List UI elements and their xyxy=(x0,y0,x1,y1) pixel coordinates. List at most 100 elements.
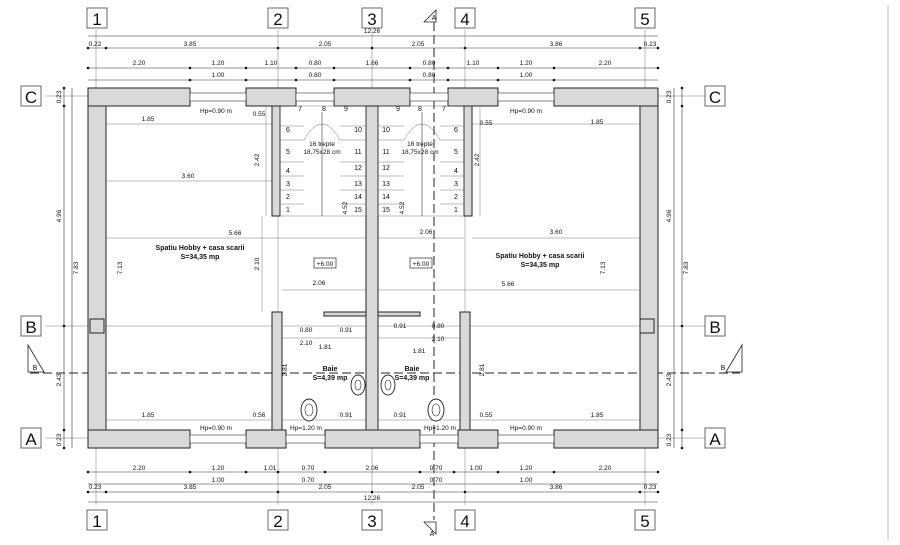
col-label: 3 xyxy=(367,512,376,531)
dim-text: 3.85 xyxy=(184,484,197,491)
dim-text: 5.66 xyxy=(229,230,242,237)
dim-text: 2.06 xyxy=(420,229,433,236)
dim-text: 0.55 xyxy=(480,120,493,127)
step-number: 11 xyxy=(382,149,389,156)
col-label: 2 xyxy=(273,512,282,531)
dim-text: 3.60 xyxy=(182,173,195,180)
dim-text: 1.20 xyxy=(212,60,225,67)
walls xyxy=(87,87,659,449)
dim-text: 1.85 xyxy=(591,412,604,419)
dim-text: 2.05 xyxy=(319,484,332,491)
stair-step-numbers: 7 8 9 6 5 4 3 2 1 10 11 12 13 14 15 9 8 … xyxy=(286,106,458,214)
bidet-icon xyxy=(350,374,366,396)
dim-text: 0.91 xyxy=(340,412,353,419)
dim-text: 1.85 xyxy=(142,116,155,123)
dim-text: 3.85 xyxy=(184,41,197,48)
dim-text: 7.13 xyxy=(600,261,607,274)
dim-text: 7.83 xyxy=(73,261,80,274)
stair-labels: 16 trepte 18,75x28 cm 16 trepte 18,75x28… xyxy=(303,141,438,156)
step-number: 15 xyxy=(382,207,390,214)
window-height: Hp=0.90 m xyxy=(200,108,232,115)
dim-text: 0.23 xyxy=(56,90,63,103)
dim-text: 5.66 xyxy=(502,281,515,288)
step-number: 15 xyxy=(354,207,362,214)
dim-text: 4.96 xyxy=(56,209,63,222)
dim-text: 2.05 xyxy=(412,41,425,48)
row-label: B xyxy=(25,318,36,337)
dim-text: 4.52 xyxy=(342,201,349,214)
step-number: 8 xyxy=(322,106,326,113)
dim-text: 1.66 xyxy=(366,60,379,67)
dim-text: 0.23 xyxy=(644,41,657,48)
dim-text: 1.00 xyxy=(520,72,533,79)
dim-text: 0.22 xyxy=(89,41,102,48)
step-number: 12 xyxy=(354,165,362,172)
dim-text: 3.86 xyxy=(550,41,563,48)
window-height: Hp=1.20 m xyxy=(290,425,322,432)
step-number: 2 xyxy=(286,194,290,201)
level-mark: +6.00 xyxy=(317,261,334,268)
right-dimensions: 0.23 4.96 7.83 7.13 2.43 0.23 xyxy=(600,90,690,446)
section-mark: B xyxy=(721,365,726,372)
stair-label: 16 trepte xyxy=(309,141,335,148)
interior-dimension-lines xyxy=(106,106,640,421)
top-dimensions: 12.26 0.22 3.85 2.05 2.05 3.86 0.23 2.20… xyxy=(89,28,657,79)
dim-text: 2.43 xyxy=(56,373,63,386)
step-number: 13 xyxy=(354,181,362,188)
toilet-icon xyxy=(300,398,318,422)
step-number: 5 xyxy=(286,149,290,156)
dim-text: 2.10 xyxy=(300,340,313,347)
window-heights: Hp=0.90 m Hp=0.90 m Hp=0.90 m Hp=0.90 m … xyxy=(200,108,542,432)
step-number: 2 xyxy=(454,194,458,201)
stair-size: 18,75x28 cm xyxy=(303,149,340,156)
step-number: 10 xyxy=(354,127,362,134)
section-mark: A xyxy=(432,15,437,22)
step-number: 6 xyxy=(454,127,458,134)
dim-text: 2.20 xyxy=(599,60,612,67)
step-number: 6 xyxy=(286,127,290,134)
step-number: 8 xyxy=(418,106,422,113)
dim-text: 0.70 xyxy=(302,465,315,472)
col-label: 1 xyxy=(92,512,101,531)
step-number: 5 xyxy=(454,149,458,156)
col-label: 5 xyxy=(640,512,649,531)
dim-text: 0.80 xyxy=(300,327,313,334)
dim-text: 2.06 xyxy=(366,465,379,472)
dim-text: 2.81 xyxy=(479,363,486,376)
dim-text: 2.05 xyxy=(319,41,332,48)
step-number: 10 xyxy=(382,127,390,134)
dim-text: 1.20 xyxy=(212,465,225,472)
dim-text: 2.06 xyxy=(313,280,326,287)
window-height: Hp=0.90 m xyxy=(510,425,542,432)
dim-text: 2.10 xyxy=(432,336,445,343)
dim-text: 0.55 xyxy=(253,111,266,118)
dim-text: 0.70 xyxy=(430,465,443,472)
stair-size: 18,75x28 cm xyxy=(401,149,438,156)
dim-text: 2.20 xyxy=(133,465,146,472)
dim-text: 2.81 xyxy=(282,363,289,376)
dim-text: 1.85 xyxy=(591,119,604,126)
dim-text: 0.70 xyxy=(302,477,315,484)
step-number: 4 xyxy=(454,168,458,175)
step-number: 3 xyxy=(454,181,458,188)
column-labels-bottom: 1 2 3 4 5 xyxy=(86,509,656,531)
dim-text: 3.86 xyxy=(550,484,563,491)
dim-text: 2.10 xyxy=(254,257,261,270)
dim-text: 1.20 xyxy=(520,60,533,67)
row-label: C xyxy=(709,88,721,107)
staircase-left xyxy=(279,105,367,217)
dim-text: 1.81 xyxy=(319,344,332,351)
dim-text: 1.20 xyxy=(520,465,533,472)
step-number: 14 xyxy=(354,194,362,201)
bottom-dimensions: 2.20 1.20 1.01 0.70 2.06 0.70 1.00 1.20 … xyxy=(89,465,657,502)
dim-text: 2.42 xyxy=(474,153,481,166)
col-label: 3 xyxy=(367,10,376,29)
window-height: Hp=0.90 m xyxy=(200,425,232,432)
step-number: 7 xyxy=(298,106,302,113)
dim-text: 0.23 xyxy=(56,433,63,446)
dim-text: 1.81 xyxy=(413,348,426,355)
dim-text: 1.10 xyxy=(467,60,480,67)
dim-overall-top: 12.26 xyxy=(364,28,381,35)
step-number: 4 xyxy=(286,168,290,175)
dim-text: 0.55 xyxy=(480,412,493,419)
